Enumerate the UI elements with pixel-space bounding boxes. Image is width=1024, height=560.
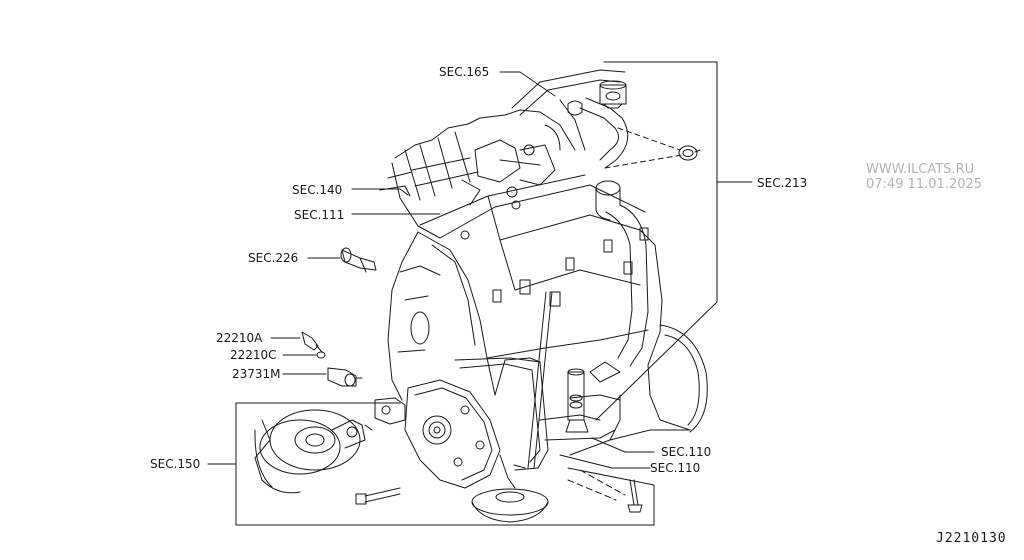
callout-sec-165[interactable]: SEC.165: [439, 65, 490, 79]
leader-lines: [207, 71, 655, 469]
watermark-timestamp: 07:49 11.01.2025: [866, 177, 983, 192]
water-hose: [565, 180, 649, 433]
callout-part-22210c[interactable]: 22210C: [230, 348, 277, 362]
callout-part-23731m[interactable]: 23731M: [232, 367, 281, 381]
callout-sec-213[interactable]: SEC.213: [757, 176, 808, 190]
water-outlet-group-frame: [595, 61, 753, 421]
oil-pump: [374, 357, 549, 523]
callout-sec-150[interactable]: SEC.150: [150, 457, 201, 471]
engine-block: [379, 109, 708, 469]
oil-filter: [254, 409, 643, 513]
callout-sec-111[interactable]: SEC.111: [294, 208, 345, 222]
bolt-22210a: [301, 331, 323, 353]
callout-part-22210a[interactable]: 22210A: [216, 331, 263, 345]
diagram-id: J2210130: [936, 531, 1007, 546]
sensor-sec226: [340, 247, 377, 273]
air-intake-hoses: [461, 69, 701, 206]
callout-sec-140[interactable]: SEC.140: [292, 183, 343, 197]
watermark-site: WWW.ILCATS.RU: [866, 162, 975, 177]
watermark: WWW.ILCATS.RU 07:49 11.01.2025: [866, 162, 982, 192]
oil-pump-group-frame: [235, 402, 655, 526]
callout-sec-110-lower[interactable]: SEC.110: [650, 461, 701, 475]
washer-22210c: [316, 351, 326, 359]
sensor-23731m: [327, 367, 363, 387]
callout-sec-226[interactable]: SEC.226: [248, 251, 299, 265]
callout-sec-110-upper[interactable]: SEC.110: [661, 445, 712, 459]
